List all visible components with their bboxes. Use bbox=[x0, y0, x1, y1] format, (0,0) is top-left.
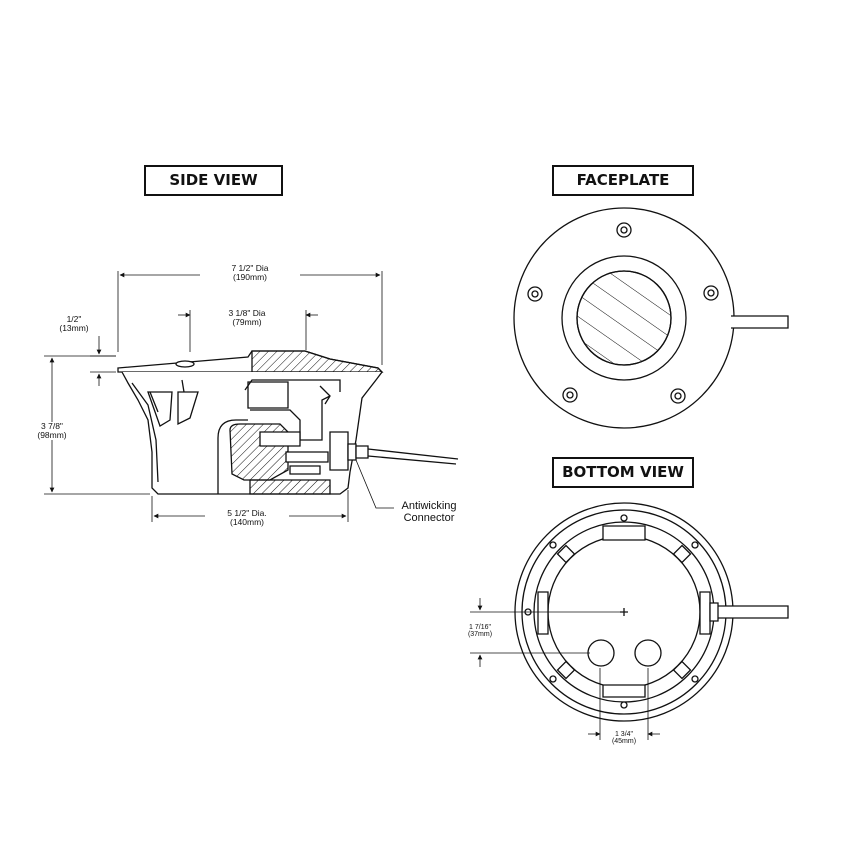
bottom-notches bbox=[538, 526, 710, 697]
overall-diameter-dim: 7 1/2" Dia (190mm) bbox=[200, 264, 300, 282]
side-cable bbox=[368, 449, 458, 464]
hole-offset-metric: (37mm) bbox=[467, 631, 493, 639]
bottom-view-title: BOTTOM VIEW bbox=[552, 457, 694, 488]
overall-diameter-metric: (190mm) bbox=[232, 271, 267, 282]
hole-spacing-dim: 1 3/4" (45mm) bbox=[600, 731, 648, 746]
faceplate-drawing bbox=[514, 208, 788, 428]
faceplate-thickness-dim: 1/2" (13mm) bbox=[48, 315, 100, 333]
side-view-drawing bbox=[118, 351, 458, 494]
overall-height-metric: (98mm) bbox=[37, 429, 67, 440]
faceplate-screw bbox=[176, 361, 194, 367]
callout-line-2: Connector bbox=[403, 512, 455, 525]
hole-spacing-imperial: 1 3/4" bbox=[614, 731, 634, 738]
overall-height-dim: 3 7/8" (98mm) bbox=[28, 422, 76, 440]
housing-diameter-dim: 5 1/2" Dia. (140mm) bbox=[205, 509, 289, 527]
antiwicking-connector-callout: Antiwicking Connector bbox=[392, 500, 466, 524]
callout-line-1: Antiwicking bbox=[401, 500, 457, 512]
overall-diameter-imperial: 7 1/2" Dia bbox=[231, 263, 269, 273]
bottom-hole-left bbox=[588, 640, 614, 666]
lens-diameter-imperial: 3 1/8" Dia bbox=[228, 308, 266, 318]
faceplate-screws bbox=[528, 223, 718, 403]
faceplate-thickness-metric: (13mm) bbox=[59, 322, 89, 333]
housing-diameter-imperial: 5 1/2" Dia. bbox=[227, 508, 267, 518]
bottom-view-drawing bbox=[515, 503, 788, 721]
bottom-hole-right bbox=[635, 640, 661, 666]
hole-offset-dim: 1 7/16" (37mm) bbox=[455, 624, 505, 639]
faceplate-thickness-imperial: 1/2" bbox=[66, 314, 82, 324]
hole-spacing-metric: (45mm) bbox=[611, 738, 637, 746]
lens-diameter-dim: 3 1/8" Dia (79mm) bbox=[205, 309, 289, 327]
bottom-cable bbox=[718, 606, 788, 618]
bottom-screws bbox=[525, 515, 721, 708]
side-view-title: SIDE VIEW bbox=[144, 165, 283, 196]
overall-height-imperial: 3 7/8" bbox=[41, 421, 63, 431]
lens-diameter-metric: (79mm) bbox=[232, 316, 262, 327]
antiwicking-connector bbox=[330, 432, 348, 470]
hole-offset-imperial: 1 7/16" bbox=[469, 624, 491, 631]
faceplate-cable bbox=[731, 316, 788, 328]
bottom-view-dimensions bbox=[470, 598, 660, 740]
faceplate-title: FACEPLATE bbox=[552, 165, 694, 196]
housing-diameter-metric: (140mm) bbox=[229, 516, 264, 527]
